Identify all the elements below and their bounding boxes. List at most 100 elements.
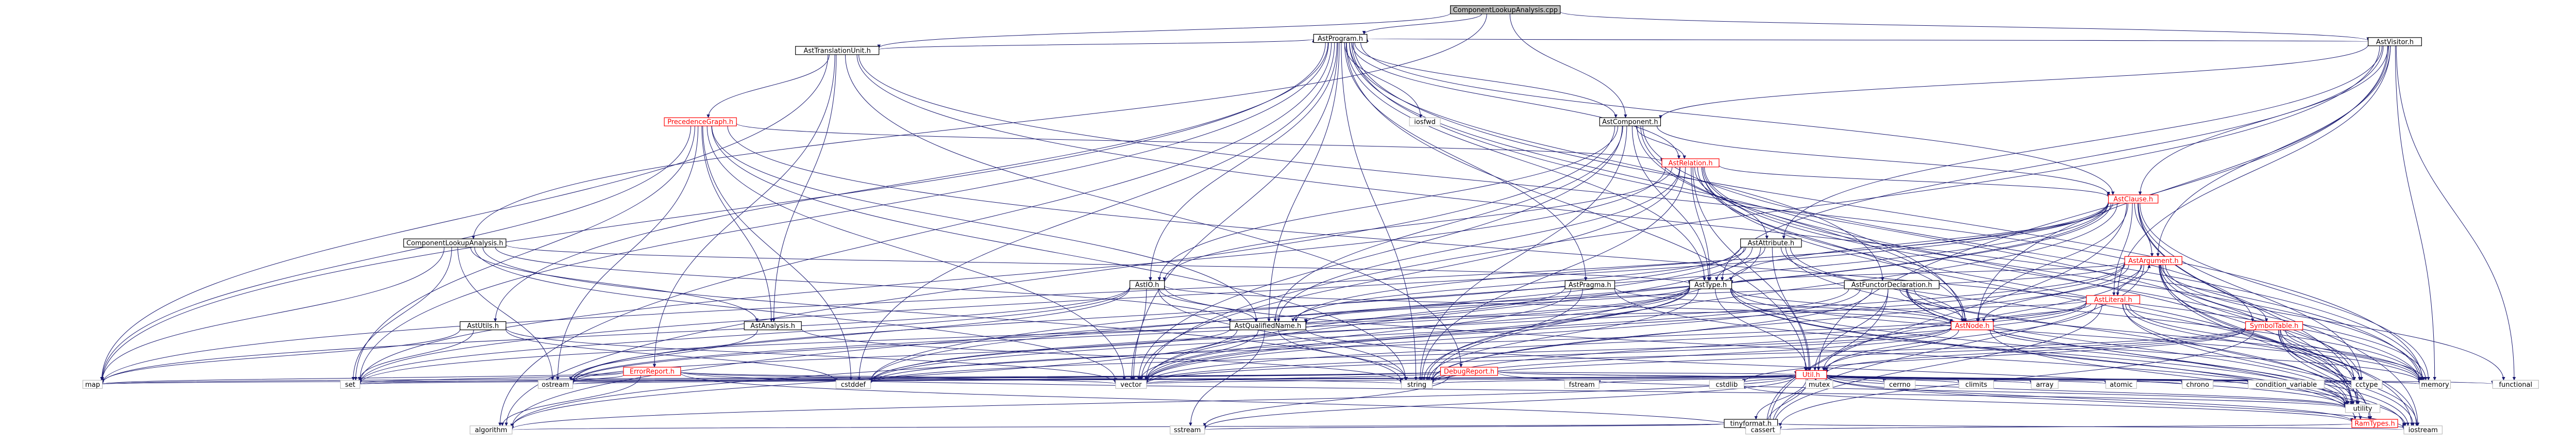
edge-astqname-to-vector	[1141, 330, 1259, 381]
node-asttrans[interactable]: AstTranslationUnit.h	[795, 46, 880, 55]
node-astvisitor[interactable]: AstVisitor.h	[2368, 37, 2422, 46]
edge-asttrans-to-precgraph	[709, 54, 830, 118]
edge-astrelation-to-vector	[1141, 167, 1680, 381]
node-astclause[interactable]: AstClause.h	[2108, 194, 2159, 204]
node-box	[2351, 380, 2383, 389]
edge-astnode-to-iostream	[1990, 330, 2405, 426]
node-box	[2108, 194, 2159, 204]
edge-astargument-to-symboltable	[2161, 265, 2267, 321]
edge-astrelation-to-utility	[1702, 167, 2352, 404]
nodes-layer: ComponentLookupAnalysis.cppAstVisitor.hA…	[82, 5, 2539, 435]
node-mutex: mutex	[1805, 380, 1833, 389]
edge-astliteral-to-utilh	[1827, 304, 2097, 371]
node-astliteral[interactable]: AstLiteral.h	[2086, 295, 2141, 304]
edge-precgraph-to-map	[102, 126, 692, 380]
node-map: map	[82, 380, 103, 389]
edge-astprogram-to-vector	[1134, 42, 1338, 381]
node-climits: climits	[1959, 380, 1994, 389]
node-astrelation[interactable]: AstRelation.h	[1661, 158, 1720, 168]
node-ramtypes[interactable]: RamTypes.h	[2351, 419, 2398, 428]
node-debugreport[interactable]: DebugReport.h	[1440, 367, 1499, 376]
edge-astanalysis-to-string	[801, 328, 1401, 383]
edge-astfunctordecl-to-vector	[1147, 288, 1861, 382]
node-utilh[interactable]: Util.h	[1795, 370, 1827, 380]
node-astargument[interactable]: AstArgument.h	[2124, 256, 2182, 265]
edge-cla-to-vector	[474, 247, 1116, 381]
edge-precgraph-to-cstddef	[702, 126, 851, 380]
edge-utilh-to-iostream	[1826, 375, 2404, 428]
edge-astrelation-to-utilh	[1692, 167, 1809, 371]
edge-astliteral-to-cassert	[1774, 304, 2102, 426]
edge-utilh-to-sstream	[1205, 375, 1796, 429]
edge-precgraph-to-set	[356, 126, 695, 380]
node-astpragma[interactable]: AstPragma.h	[1564, 280, 1615, 289]
edge-root-to-astprogram	[1364, 13, 1482, 35]
node-astattribute[interactable]: AstAttribute.h	[1740, 238, 1802, 248]
edge-astprogram-to-string	[1341, 42, 1416, 381]
edge-ramtypes-to-cassert	[1780, 423, 2352, 430]
node-astio[interactable]: AstIO.h	[1130, 280, 1165, 289]
edge-astfunctordecl-to-astnode	[1899, 288, 1964, 322]
node-tinyformat[interactable]: tinyformat.h	[1724, 419, 1778, 428]
node-sstream: sstream	[1170, 425, 1205, 435]
edge-astprogram-to-algorithm	[500, 42, 1332, 426]
edge-cla-to-set	[353, 247, 452, 380]
node-precgraph[interactable]: PrecedenceGraph.h	[664, 117, 737, 126]
node-astqname[interactable]: AstQualifiedName.h	[1230, 321, 1306, 331]
edge-astprogram-to-set	[360, 42, 1329, 381]
edge-asttype-to-astqname	[1306, 286, 1690, 322]
node-box	[1564, 280, 1615, 289]
edge-utilh-to-chrono	[1826, 374, 2182, 384]
node-symboltable[interactable]: SymbolTable.h	[2245, 321, 2303, 331]
node-label: vector	[1120, 381, 1142, 389]
node-astnode[interactable]: AstNode.h	[1950, 321, 1994, 331]
node-label: AstRelation.h	[1669, 159, 1713, 167]
edge-astcomponent-to-utility	[1640, 126, 2352, 404]
node-condvar: condition_variable	[2248, 380, 2325, 389]
edge-astargument-to-utility	[2159, 265, 2357, 404]
edge-astliteral-to-iostream	[2123, 304, 2413, 426]
node-astprogram[interactable]: AstProgram.h	[1313, 34, 1368, 43]
edge-asttrans-to-astanalysis	[774, 54, 837, 322]
edge-utilh-to-fstream	[1599, 375, 1796, 384]
node-astutils[interactable]: AstUtils.h	[460, 321, 507, 331]
edge-astargument-to-asttype	[1732, 261, 2125, 284]
edge-astliteral-to-vector	[1147, 302, 2087, 383]
node-box	[1805, 380, 1833, 389]
node-cla[interactable]: ComponentLookupAnalysis.h	[403, 238, 507, 248]
node-box	[1450, 5, 1561, 14]
node-label: AstAttribute.h	[1748, 240, 1795, 248]
edge-symboltable-to-ramtypes	[2278, 330, 2370, 420]
node-label: AstFunctorDeclaration.h	[1851, 282, 1932, 289]
node-label: AstType.h	[1694, 282, 1727, 289]
edge-astvisitor-to-astnode	[1978, 45, 2389, 322]
edge-astcomponent-to-asttype	[1631, 126, 1708, 281]
edge-errorreport-to-utility	[680, 371, 2346, 408]
node-astfunctordecl[interactable]: AstFunctorDeclaration.h	[1844, 280, 1940, 289]
node-box	[82, 380, 103, 389]
edge-astnode-to-vector	[1147, 327, 1951, 384]
edge-astattribute-to-memory	[1790, 247, 2419, 381]
edge-astcomponent-to-astqname	[1275, 126, 1623, 321]
node-errorreport[interactable]: ErrorReport.h	[623, 367, 681, 376]
node-box	[537, 380, 574, 389]
edge-astcomponent-to-string	[1420, 126, 1627, 380]
node-astanalysis[interactable]: AstAnalysis.h	[744, 321, 802, 331]
node-label: sstream	[1174, 426, 1201, 434]
edge-symboltable-to-vector	[1147, 327, 2246, 384]
edge-astnode-to-memory	[1993, 328, 2420, 383]
node-label: ErrorReport.h	[630, 368, 675, 376]
edge-astfunctordecl-to-string	[1432, 288, 1873, 381]
edge-astclause-to-asttype	[1731, 203, 2113, 281]
node-label: functional	[2499, 381, 2532, 389]
edge-astqname-to-sstream	[1190, 330, 1265, 426]
edge-asttype-to-iostream	[1730, 288, 2404, 426]
node-box	[460, 321, 507, 331]
node-astcomponent[interactable]: AstComponent.h	[1599, 117, 1661, 126]
node-label: iosfwd	[1414, 119, 1436, 126]
node-box	[1409, 117, 1441, 126]
edge-astcomponent-to-astclause	[1657, 126, 2109, 195]
node-label: cstdlib	[1716, 381, 1738, 389]
node-asttype[interactable]: AstType.h	[1689, 280, 1732, 289]
node-cerrno: cerrno	[1884, 380, 1916, 389]
